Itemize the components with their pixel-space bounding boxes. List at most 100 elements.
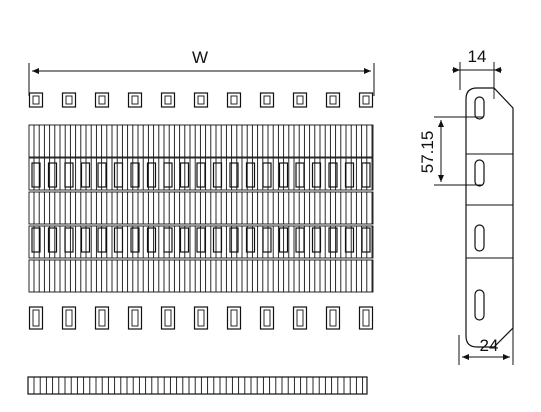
- bottom-hinge-loop-slot: [197, 309, 205, 327]
- bottom-hinge-loop: [28, 306, 44, 330]
- bottom-hinge-loop-slot: [362, 309, 370, 327]
- middle-hinge-link: [361, 162, 371, 188]
- middle-hinge-link: [344, 227, 355, 253]
- top-hinge-loop-slot: [230, 95, 238, 105]
- bottom-hinge-loop: [127, 306, 143, 330]
- module-row: [28, 225, 374, 259]
- top-hinge-loop: [160, 92, 176, 108]
- middle-hinge-link: [130, 227, 140, 253]
- bottom-hinge-loop-slot: [230, 309, 238, 327]
- middle-hinge-link: [97, 162, 107, 188]
- module-row: [28, 124, 374, 158]
- bottom-hinge-loop-slot: [32, 309, 40, 327]
- top-hinge-loop-slot: [32, 95, 40, 105]
- top-hinge-loop: [28, 92, 44, 108]
- middle-hinge-link: [97, 227, 107, 253]
- middle-hinge-link: [328, 227, 338, 253]
- middle-hinge-link: [47, 162, 58, 188]
- middle-hinge-link: [179, 227, 190, 253]
- hinge-loops: [28, 92, 374, 330]
- belt-side-view: 14 57.15: [418, 47, 514, 365]
- module-row: [28, 191, 374, 225]
- bottom-hinge-loop: [94, 306, 110, 330]
- middle-hinge-link: [146, 227, 157, 253]
- top-hinge-loop-slot: [329, 95, 337, 105]
- side-profile: [465, 87, 514, 348]
- bottom-hinge-loop: [259, 306, 275, 330]
- bottom-hinge-loop: [226, 306, 242, 330]
- width-dimension: W: [28, 48, 375, 96]
- middle-hinge-link: [113, 162, 124, 188]
- middle-hinge-link: [31, 227, 41, 253]
- middle-hinge-link: [295, 227, 305, 253]
- middle-hinge-link: [179, 162, 190, 188]
- pitch-dimension: 57.15: [418, 116, 483, 186]
- middle-hinge-link: [146, 162, 157, 188]
- belt-top-view: W: [28, 48, 375, 330]
- middle-hinge-link: [229, 162, 239, 188]
- bottom-hinge-loop-slot: [329, 309, 337, 327]
- top-hinge-loop-slot: [131, 95, 139, 105]
- end-view-ribs: [33, 377, 364, 394]
- bottom-hinge-loop-slot: [263, 309, 271, 327]
- slot-holes: [474, 96, 485, 321]
- thickness-top-label: 14: [468, 47, 487, 66]
- middle-hinge-link: [245, 162, 256, 188]
- middle-hinge-link: [361, 227, 371, 253]
- middle-hinge-link: [245, 227, 256, 253]
- middle-hinge-link: [295, 162, 305, 188]
- middle-hinge-link: [311, 162, 322, 188]
- top-hinge-loop: [226, 92, 242, 108]
- belt-module-rows: [28, 124, 374, 293]
- bottom-hinge-loop-slot: [98, 309, 106, 327]
- pitch-label: 57.15: [418, 131, 437, 174]
- middle-hinge-link: [31, 162, 41, 188]
- thickness-bottom-label: 24: [480, 336, 499, 355]
- top-hinge-loop: [325, 92, 341, 108]
- bottom-hinge-loop: [325, 306, 341, 330]
- middle-hinge-link: [262, 227, 272, 253]
- middle-hinge-link: [328, 162, 338, 188]
- bottom-hinge-loop: [61, 306, 77, 330]
- top-hinge-loop: [358, 92, 374, 108]
- top-hinge-loop: [94, 92, 110, 108]
- middle-hinge-link: [113, 227, 124, 253]
- middle-hinge-link: [262, 162, 272, 188]
- middle-hinge-link: [163, 162, 173, 188]
- bottom-hinge-loop-slot: [164, 309, 172, 327]
- bottom-hinge-loop-slot: [131, 309, 139, 327]
- bottom-hinge-loop: [292, 306, 308, 330]
- middle-hinge-link: [130, 162, 140, 188]
- top-hinge-loop-slot: [197, 95, 205, 105]
- bottom-hinge-loop: [358, 306, 374, 330]
- bottom-hinge-loop-slot: [296, 309, 304, 327]
- top-hinge-loop-slot: [98, 95, 106, 105]
- thickness-top-dimension: 14: [452, 47, 502, 90]
- top-hinge-loop-slot: [296, 95, 304, 105]
- top-hinge-loop-slot: [65, 95, 73, 105]
- top-hinge-loop: [292, 92, 308, 108]
- top-hinge-loop: [259, 92, 275, 108]
- middle-hinge-link: [80, 162, 91, 188]
- middle-hinge-link: [212, 227, 223, 253]
- belt-end-view: [27, 376, 368, 395]
- middle-hinge-link: [80, 227, 91, 253]
- middle-hinge-link: [311, 227, 322, 253]
- module-row: [28, 259, 374, 293]
- middle-hinge-link: [163, 227, 173, 253]
- bottom-hinge-loop: [160, 306, 176, 330]
- middle-hinge-link: [47, 227, 58, 253]
- top-hinge-loop: [127, 92, 143, 108]
- bottom-hinge-loop-slot: [65, 309, 73, 327]
- bottom-hinge-loop: [193, 306, 209, 330]
- thickness-bottom-dimension: 24: [458, 318, 514, 365]
- middle-hinge-link: [64, 227, 74, 253]
- middle-hinge-link: [229, 227, 239, 253]
- module-row: [28, 157, 374, 191]
- top-hinge-loop-slot: [362, 95, 370, 105]
- top-hinge-loop: [61, 92, 77, 108]
- middle-hinge-link: [212, 162, 223, 188]
- middle-hinge-link: [196, 162, 206, 188]
- middle-hinge-link: [64, 162, 74, 188]
